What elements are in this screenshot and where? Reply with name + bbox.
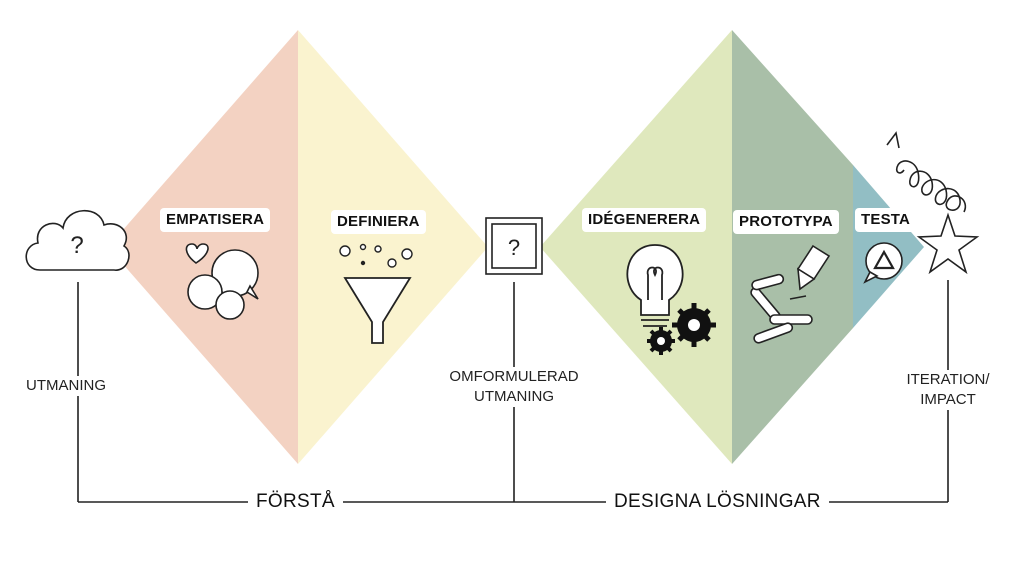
- stage-understand-label: FÖRSTÅ: [248, 491, 343, 513]
- phase-label-test: TESTA: [855, 208, 917, 232]
- ideate-region: [540, 30, 732, 464]
- speech-bubbles-icon: [187, 249, 259, 320]
- svg-text:?: ?: [508, 235, 520, 260]
- stage-design-solutions-label: DESIGNA LÖSNINGAR: [606, 491, 829, 513]
- iteration-line-1: ITERATION/: [906, 371, 990, 388]
- iteration-line-2: IMPACT: [920, 391, 976, 408]
- lightbulb-icon: [626, 244, 684, 327]
- funnel-icon: [343, 277, 412, 344]
- iteration-label: ITERATION/ IMPACT: [893, 370, 1003, 410]
- phase-label-define: DEFINIERA: [331, 210, 426, 234]
- define-region: [298, 30, 488, 464]
- linkage-icon: [750, 273, 813, 344]
- phase-label-empathize: EMPATISERA: [160, 208, 271, 232]
- challenge-label: UTMANING: [26, 376, 106, 396]
- pencil-icon: [789, 244, 831, 300]
- prototype-region: [732, 30, 853, 464]
- spiral-arrow-icon: [886, 131, 967, 213]
- star-icon: [916, 212, 980, 275]
- svg-text:?: ?: [70, 232, 83, 259]
- phase-label-prototype: PROTOTYPA: [733, 210, 839, 234]
- reframed-challenge-line-1: OMFORMULERAD: [449, 368, 579, 385]
- gears-icon: [647, 303, 716, 355]
- chat-triangle-icon: [863, 242, 903, 284]
- reframed-challenge-line-2: UTMANING: [474, 388, 554, 405]
- heart-icon: [185, 243, 209, 264]
- cloud-question-icon: ?: [25, 209, 130, 271]
- phase-label-ideate: IDÉGENERERA: [582, 208, 707, 232]
- reframed-challenge-label: OMFORMULERAD UTMANING: [432, 367, 596, 407]
- framed-question-icon: ?: [485, 217, 543, 275]
- bubbles-icon: [339, 243, 413, 268]
